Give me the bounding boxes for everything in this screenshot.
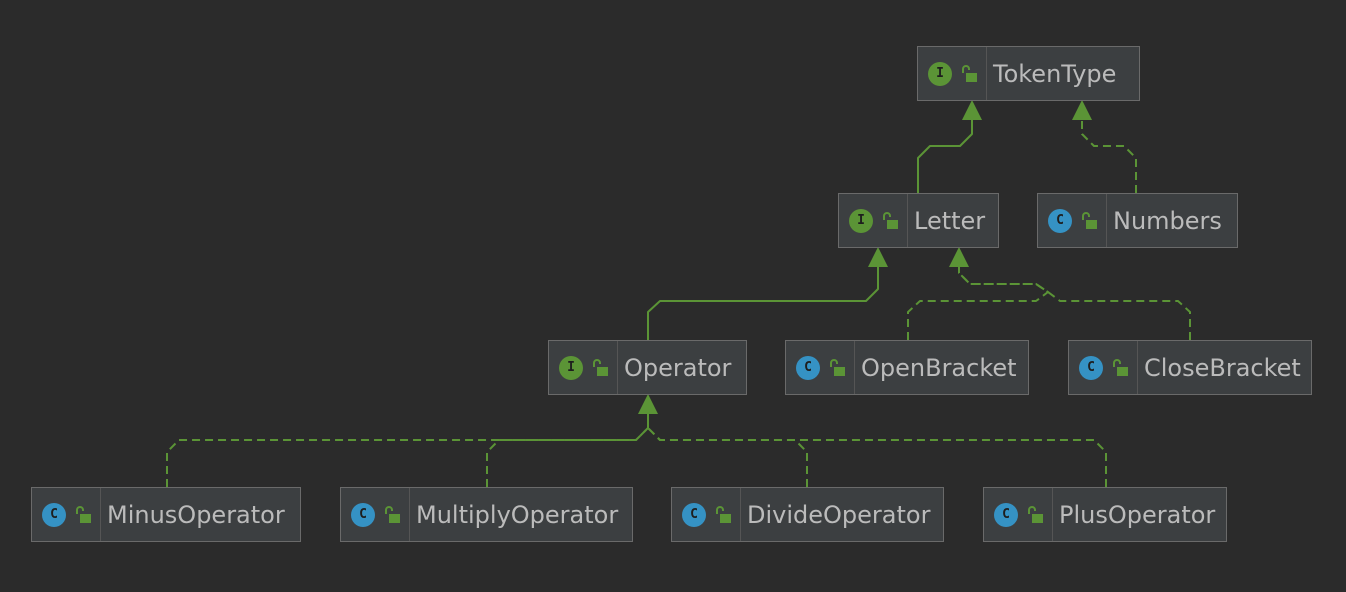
node-plusoperator[interactable]: C PlusOperator xyxy=(983,487,1227,542)
node-openbracket[interactable]: C OpenBracket xyxy=(785,340,1029,395)
interface-icon: I xyxy=(559,355,583,380)
node-icons: C xyxy=(984,488,1053,541)
node-icons: I xyxy=(839,194,908,247)
class-icon: C xyxy=(1079,355,1103,380)
node-label: Operator xyxy=(624,353,732,382)
public-lock-icon xyxy=(1082,211,1097,229)
edge-numbers-to-tokentype xyxy=(1081,110,1137,193)
node-multiplyoperator[interactable]: C MultiplyOperator xyxy=(340,487,633,542)
class-icon: C xyxy=(42,502,66,527)
node-label: TokenType xyxy=(993,59,1117,88)
node-icons: C xyxy=(1038,194,1107,247)
node-icons: C xyxy=(786,341,855,394)
node-label: CloseBracket xyxy=(1144,353,1301,382)
node-operator[interactable]: I Operator xyxy=(548,340,747,395)
public-lock-icon xyxy=(76,505,91,523)
node-closebracket[interactable]: C CloseBracket xyxy=(1068,340,1312,395)
node-label: OpenBracket xyxy=(861,353,1017,382)
public-lock-icon xyxy=(883,211,898,229)
node-divideoperator[interactable]: C DivideOperator xyxy=(671,487,944,542)
public-lock-icon xyxy=(716,505,731,523)
public-lock-icon xyxy=(962,64,977,82)
public-lock-icon xyxy=(830,358,845,376)
edge-operator-to-letter xyxy=(647,257,879,340)
public-lock-icon xyxy=(385,505,400,523)
interface-icon: I xyxy=(849,208,873,233)
node-icons: C xyxy=(32,488,101,541)
edge-multiplyoperator-to-operator xyxy=(486,404,649,487)
node-icons: I xyxy=(918,47,987,100)
arrowhead-letter-0 xyxy=(868,247,888,267)
arrowhead-tokentype-0 xyxy=(962,100,982,120)
class-icon: C xyxy=(796,355,820,380)
node-tokentype[interactable]: I TokenType xyxy=(917,46,1140,101)
node-icons: C xyxy=(1069,341,1138,394)
edge-minusoperator-to-operator xyxy=(166,404,649,487)
edge-letter-to-tokentype xyxy=(917,110,973,193)
node-icons: I xyxy=(549,341,618,394)
node-icons: C xyxy=(341,488,410,541)
node-minusoperator[interactable]: C MinusOperator xyxy=(31,487,301,542)
edge-openbracket-to-letter xyxy=(907,257,1049,340)
edge-plusoperator-to-operator xyxy=(647,404,1107,487)
arrowhead-letter-1 xyxy=(949,247,969,267)
node-label: MinusOperator xyxy=(107,500,285,529)
arrowhead-operator-0 xyxy=(638,394,658,414)
class-icon: C xyxy=(1048,208,1072,233)
node-label: Numbers xyxy=(1113,206,1222,235)
node-label: PlusOperator xyxy=(1059,500,1216,529)
node-label: DivideOperator xyxy=(747,500,931,529)
node-letter[interactable]: I Letter xyxy=(838,193,999,248)
edge-divideoperator-to-operator xyxy=(647,404,808,487)
node-label: MultiplyOperator xyxy=(416,500,619,529)
interface-icon: I xyxy=(928,61,952,86)
public-lock-icon xyxy=(1028,505,1043,523)
class-icon: C xyxy=(994,502,1018,527)
class-icon: C xyxy=(682,502,706,527)
arrowhead-tokentype-1 xyxy=(1072,100,1092,120)
public-lock-icon xyxy=(593,358,608,376)
edge-closebracket-to-letter xyxy=(958,257,1191,340)
public-lock-icon xyxy=(1113,358,1128,376)
node-icons: C xyxy=(672,488,741,541)
node-numbers[interactable]: C Numbers xyxy=(1037,193,1238,248)
node-label: Letter xyxy=(914,206,986,235)
class-icon: C xyxy=(351,502,375,527)
